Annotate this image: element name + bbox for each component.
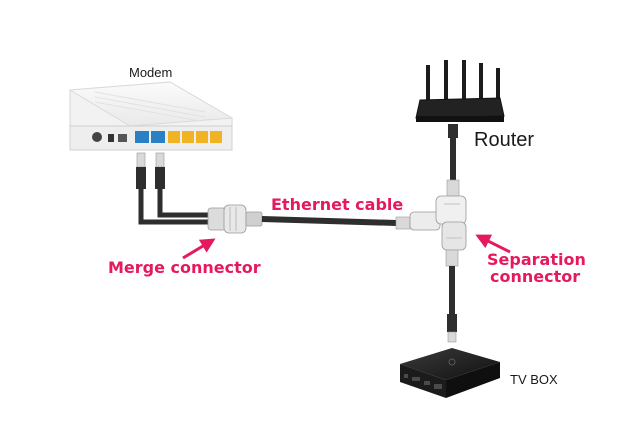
modem-device [68,81,234,151]
blue-port-icon [135,131,149,143]
separation-connector-label-line1: Separation [487,250,586,269]
callout-arrows [182,234,511,260]
tvbox-cable [445,249,459,343]
separation-connector-label-line2: connector [490,267,581,286]
merge-connector-device [207,204,263,234]
separation-arrow [475,234,511,254]
modem-label: Modem [129,65,173,80]
merge-connector-label: Merge connector [108,258,261,277]
tv-box-device [400,348,500,398]
power-port-icon [92,132,102,142]
tv-box-label: TV BOX [510,372,558,387]
modem-cables [136,152,210,225]
router-device [415,60,505,138]
separation-connector-device [409,195,467,251]
yellow-port-icon [168,131,180,143]
ethernet-cable-line [261,216,411,230]
merge-arrow [182,238,216,260]
ethernet-cable-label: Ethernet cable [271,195,404,214]
router-label: Router [474,129,535,151]
router-cable [446,138,460,197]
